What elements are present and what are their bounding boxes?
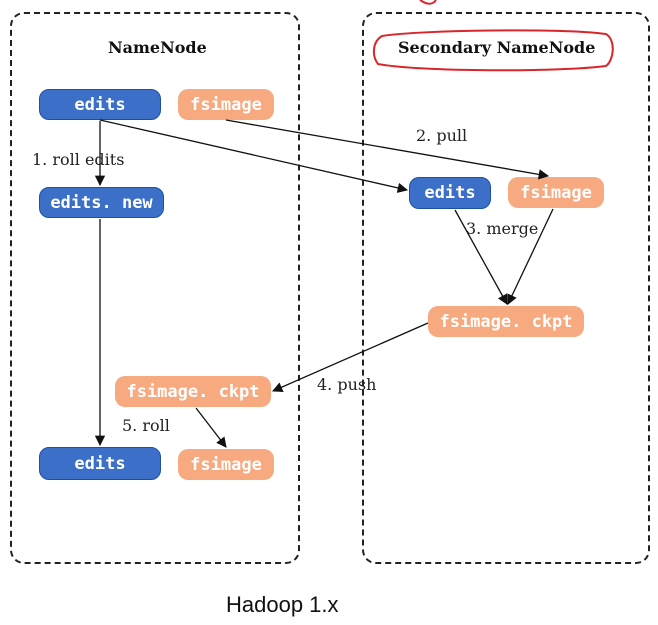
edits-node-top: edits	[39, 89, 161, 120]
fsimage-node-secondary: fsimage	[508, 177, 604, 208]
secondary-namenode-title: Secondary NameNode	[398, 38, 596, 57]
arrow-pull-edits	[99, 119, 409, 193]
step-pull-label: 2. pull	[416, 126, 468, 145]
fsimage-node-top: fsimage	[178, 89, 274, 120]
arrow-roll	[195, 407, 227, 448]
step-push-label: 4. push	[317, 375, 377, 394]
secondary-namenode-panel	[362, 12, 650, 564]
fsimage-node-bottom: fsimage	[178, 449, 274, 480]
arrow-pull-fsimage	[225, 119, 550, 180]
step-merge-label: 3. merge	[466, 219, 539, 238]
namenode-panel	[10, 12, 300, 564]
fsimage-ckpt-node-namenode: fsimage. ckpt	[115, 376, 271, 407]
arrow-merge-fsimage	[507, 208, 554, 305]
arrow-merge-edits	[454, 209, 508, 305]
red-mark-top	[419, 0, 437, 5]
diagram-caption: Hadoop 1.x	[226, 592, 339, 617]
arrow-push	[272, 322, 429, 393]
fsimage-ckpt-node-secondary: fsimage. ckpt	[428, 306, 584, 337]
red-highlight-circle	[372, 29, 614, 72]
step-roll-label: 5. roll	[122, 416, 170, 435]
edits-new-node: edits. new	[39, 187, 164, 218]
namenode-title: NameNode	[108, 38, 207, 57]
edits-node-secondary: edits	[409, 177, 491, 209]
edits-node-bottom: edits	[39, 447, 161, 480]
step-roll-edits-label: 1. roll edits	[32, 150, 125, 169]
